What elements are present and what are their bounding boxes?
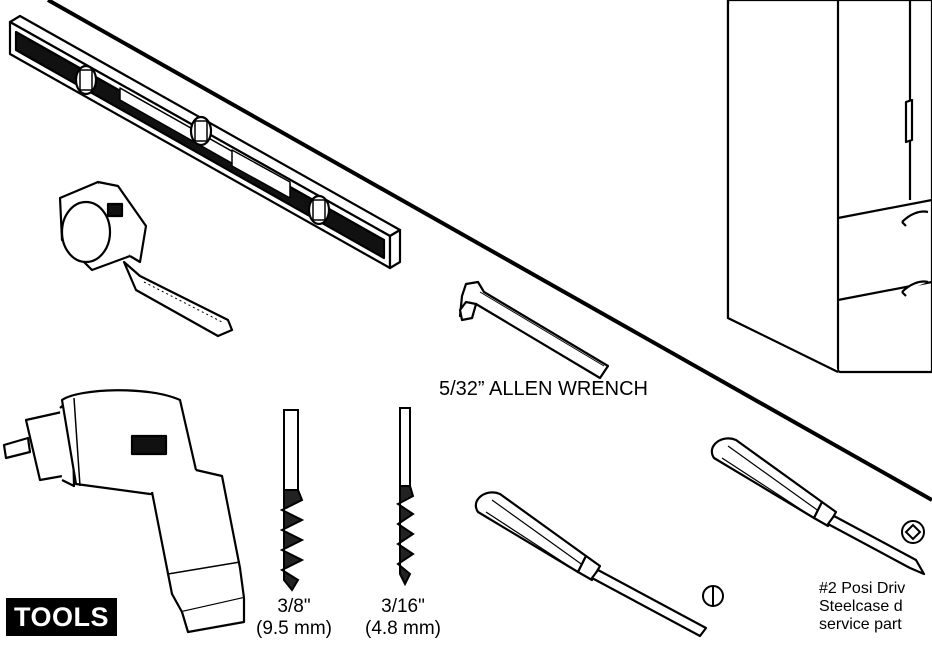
bit-small-size: 3/16" xyxy=(381,596,425,617)
level-icon xyxy=(8,14,402,270)
bit-large-size: 3/8" xyxy=(277,596,311,617)
drill-bit-small-label: 3/16" (4.8 mm) xyxy=(353,596,453,640)
allen-wrench-label: 5/32” ALLEN WRENCH xyxy=(439,378,648,400)
phillips-screwdriver-icon xyxy=(710,437,926,576)
tools-title-badge: TOOLS xyxy=(6,598,118,636)
drill-bit-large-label: 3/8" (9.5 mm) xyxy=(244,596,344,640)
tape-measure-icon xyxy=(58,180,234,338)
posi-line-2: Steelcase d xyxy=(819,598,903,615)
bit-small-metric: (4.8 mm) xyxy=(365,618,441,639)
wall-floor-line xyxy=(47,0,932,502)
cabinet-icon xyxy=(726,0,932,374)
slot-head-icon xyxy=(702,585,724,607)
posi-line-1: #2 Posi Driv xyxy=(819,580,906,597)
drill-icon xyxy=(2,389,246,634)
drill-bit-small-icon xyxy=(396,407,415,587)
bit-large-metric: (9.5 mm) xyxy=(256,618,332,639)
flat-screwdriver-icon xyxy=(474,491,708,638)
drill-bit-large-icon xyxy=(279,409,305,592)
allen-wrench-icon xyxy=(458,280,610,380)
posi-line-3: service part xyxy=(819,616,902,633)
phillips-head-icon xyxy=(901,520,925,544)
posi-driver-label: #2 Posi Driv Steelcase d service part xyxy=(819,580,905,634)
